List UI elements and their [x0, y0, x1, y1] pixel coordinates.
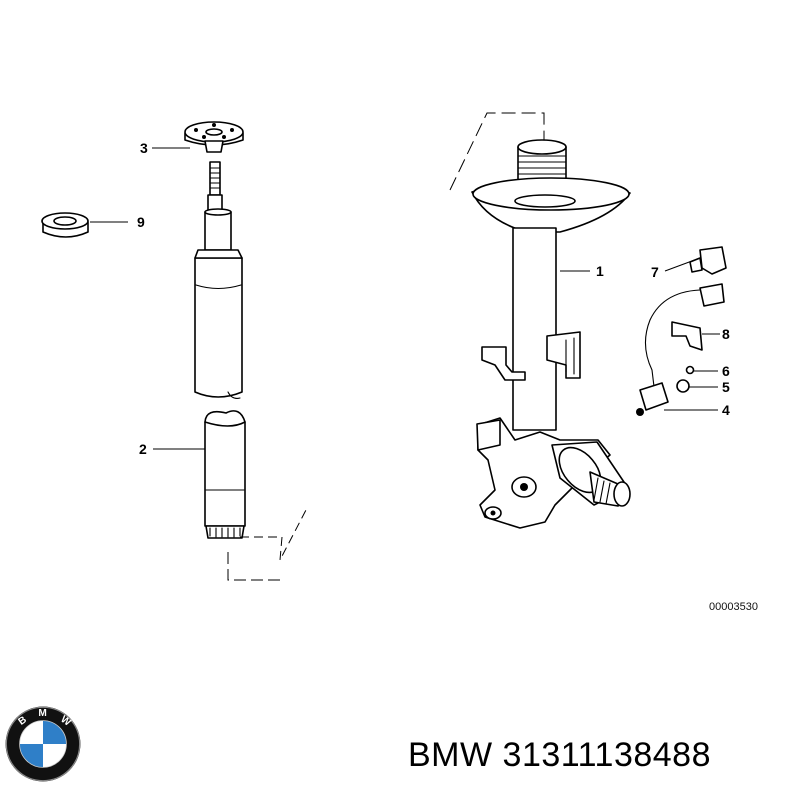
- callout-2: 2: [139, 441, 147, 457]
- svg-text:M: M: [38, 708, 46, 719]
- callout-5: 5: [722, 379, 730, 395]
- callout-7: 7: [651, 264, 659, 280]
- part-4-abs-sensor: [636, 283, 725, 416]
- callout-4: 4: [722, 402, 730, 418]
- callout-1: 1: [596, 263, 604, 279]
- part-8-bracket: [671, 321, 703, 351]
- part-2-strut-cartridge: [204, 410, 246, 539]
- diagram-reference-code: 00003530: [709, 601, 758, 613]
- callout-9: 9: [137, 214, 145, 230]
- part-7-clip: [689, 246, 727, 275]
- part-3-mount-plate: [184, 121, 244, 153]
- part-1-strut-housing: [471, 139, 631, 529]
- part-9-seal-ring: [41, 212, 89, 238]
- callout-3: 3: [140, 140, 148, 156]
- callout-8: 8: [722, 326, 730, 342]
- callout-6: 6: [722, 363, 730, 379]
- shock-absorber-upper: [194, 161, 243, 399]
- part-5-bolt: [676, 379, 690, 393]
- part-6-washer: [685, 365, 695, 375]
- part-number-title: BMW 31311138488: [408, 736, 711, 774]
- bmw-logo-icon: B M W: [5, 706, 81, 782]
